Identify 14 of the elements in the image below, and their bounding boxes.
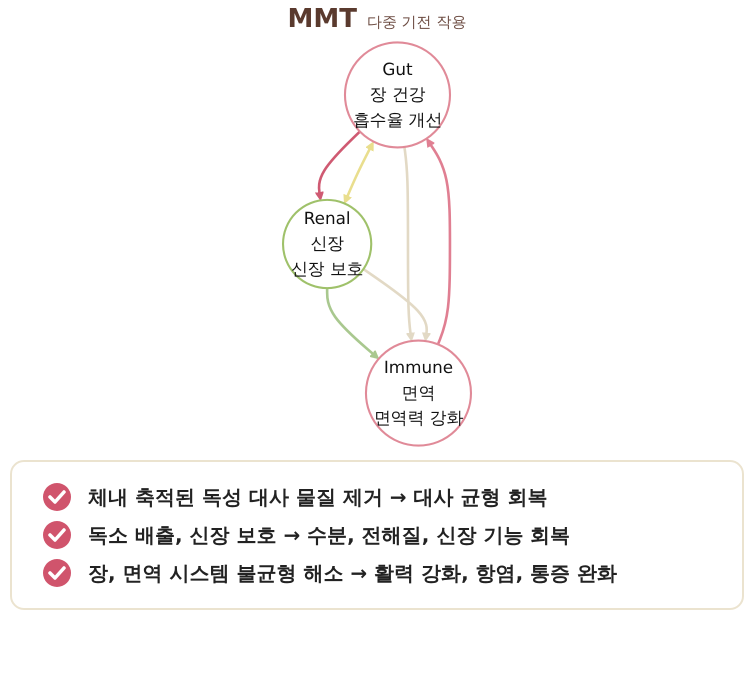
benefit-text: 장, 면역 시스템 불균형 해소 → 활력 강화, 항염, 통증 완화 <box>88 560 618 586</box>
benefit-text: 체내 축적된 독성 대사 물질 제거 → 대사 균형 회복 <box>88 484 548 510</box>
arrow <box>362 268 432 342</box>
arrow <box>314 130 361 201</box>
node-circle: Renal 신장 신장 보호 <box>282 198 372 290</box>
benefit-text: 독소 배출, 신장 보호 → 수분, 전해질, 신장 기능 회복 <box>88 522 570 548</box>
node-circle: Immune 면역 면역력 강화 <box>364 340 472 447</box>
center-subtitle: 다중 기전 작용 <box>366 13 467 32</box>
arrow <box>326 288 380 360</box>
center-title: MMT <box>287 4 357 34</box>
arrow <box>343 142 374 204</box>
arrow <box>426 138 452 345</box>
arrow <box>403 146 415 342</box>
node-circle: Gut 장 건강 흡수율 개선 <box>344 41 452 148</box>
